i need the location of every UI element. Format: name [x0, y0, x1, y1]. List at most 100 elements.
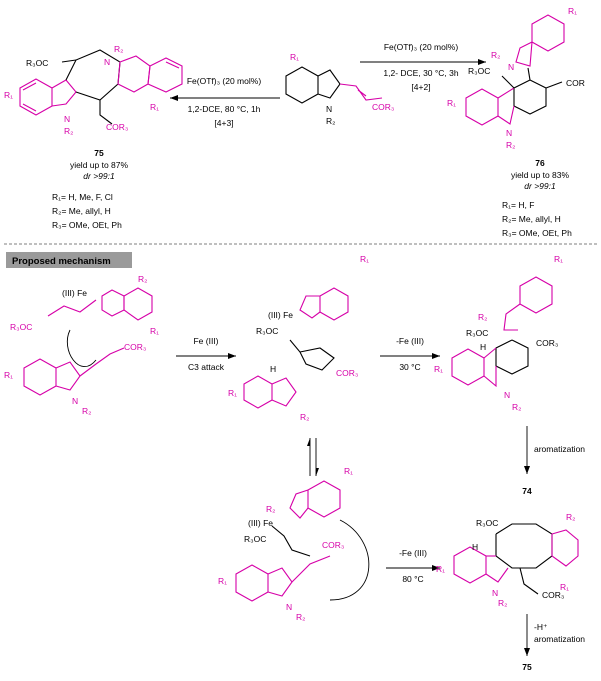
mech-cor3-3: COR₃ [536, 338, 558, 348]
mech-product-75: 75 [522, 662, 532, 672]
mech-n-1: N [72, 396, 78, 406]
mech-step2-reagent: -Fe (III) [396, 336, 424, 346]
arrow-to-76 [360, 59, 486, 65]
mech-step1-reagent: Fe (III) [193, 336, 218, 346]
p75-r1-left: R₁ [4, 90, 13, 100]
mech-substrate-pair [23, 287, 153, 396]
p75-r2-left: R₂ [64, 126, 73, 136]
arrow-c3-attack [176, 353, 236, 359]
mech-r3oc-4: R₃OC [244, 534, 266, 544]
mech-step5-label1: -H⁺ [534, 622, 548, 632]
mech-r2-1: R₂ [138, 274, 147, 284]
mech-r1-7: R₁ [344, 466, 353, 476]
mech-r3oc-5: R₃OC [476, 518, 498, 528]
right-conditions: 1,2- DCE, 30 °C, 3h [383, 68, 458, 78]
equilibrium-arrows [307, 438, 319, 476]
product-75-structure [19, 49, 183, 125]
mech-fe-2: (III) Fe [268, 310, 293, 320]
sm-r1: R₁ [290, 52, 299, 62]
p75-cor3: COR₃ [106, 122, 128, 132]
mechanism-title-box [6, 252, 132, 268]
mech-cor3-2: COR₃ [336, 368, 358, 378]
mech-step2-temp: 30 °C [399, 362, 420, 372]
mech-h-2: H [480, 342, 486, 352]
mech-r2-6: R₂ [266, 504, 275, 514]
mech-step1-note: C3 attack [188, 362, 225, 372]
left-conditions: 1,2-DCE, 80 °C, 1h [188, 104, 261, 114]
mech-r1-4: R₁ [228, 388, 237, 398]
mech-r2-5: R₂ [512, 402, 521, 412]
mech-step4-temp: 80 °C [402, 574, 423, 584]
product-76-structure [465, 14, 565, 126]
mech-cor3-5: COR₃ [542, 590, 564, 600]
p76-n-top: N [508, 62, 514, 72]
p76-r2-def: R₂= Me, allyl, H [502, 214, 561, 224]
mech-intermediate-75 [453, 523, 579, 595]
mech-step3-label: aromatization [534, 444, 585, 454]
mech-r1-5: R₁ [554, 254, 563, 264]
p75-n-left: N [64, 114, 70, 124]
p76-n-bottom: N [506, 128, 512, 138]
mech-intermediate-74 [451, 276, 553, 388]
mech-r1-10: R₁ [560, 582, 569, 592]
mech-product-74: 74 [522, 486, 532, 496]
p75-r1-right: R₁ [150, 102, 159, 112]
p75-r2-def: R₂= Me, allyl, H [52, 206, 111, 216]
p75-r3oc: R₃OC [26, 58, 48, 68]
right-type: [4+2] [411, 82, 430, 92]
arrow-to-30c [380, 353, 440, 359]
mech-fe-3: (III) Fe [248, 518, 273, 528]
p76-r2-bottom: R₂ [506, 140, 515, 150]
mechanism-title: Proposed mechanism [12, 256, 111, 267]
mech-h-3: H [472, 542, 478, 552]
mech-cor3-1: COR₃ [124, 342, 146, 352]
mech-r3oc-1: R₃OC [10, 322, 32, 332]
mech-r1-3: R₁ [360, 254, 369, 264]
p76-r3oc: R₃OC [468, 66, 490, 76]
sm-r2: R₂ [326, 116, 335, 126]
p76-yield: yield up to 83% [511, 170, 570, 180]
mech-r3oc-3: R₃OC [466, 328, 488, 338]
p76-r2-top: R₂ [491, 50, 500, 60]
mech-n-3: N [286, 602, 292, 612]
mech-intermediate-1 [243, 287, 349, 409]
p75-yield: yield up to 87% [70, 160, 129, 170]
p75-dr: dr >99:1 [83, 171, 115, 181]
p76-number: 76 [535, 158, 545, 168]
p76-r1-top: R₁ [568, 6, 577, 16]
left-type: [4+3] [214, 118, 233, 128]
mech-step4-reagent: -Fe (III) [399, 548, 427, 558]
mech-r2-8: R₂ [566, 512, 575, 522]
p75-r3-def: R₃= OMe, OEt, Ph [52, 220, 122, 230]
arrow-to-75 [170, 95, 280, 101]
mech-n-4: N [492, 588, 498, 598]
arrow-to-80c [386, 565, 440, 571]
arrow-to-74 [524, 426, 530, 474]
mech-r1-8: R₁ [218, 576, 227, 586]
mech-r2-3: R₂ [300, 412, 309, 422]
p76-r1-left: R₁ [447, 98, 456, 108]
arrow-to-75-mech [524, 614, 530, 656]
mech-r2-9: R₂ [498, 598, 507, 608]
mech-n-2: N [504, 390, 510, 400]
mech-r1-9: R₁ [436, 564, 445, 574]
mech-r2-7: R₂ [296, 612, 305, 622]
p76-r3-def: R₃= OMe, OEt, Ph [502, 228, 572, 238]
mech-step5-label2: aromatization [534, 634, 585, 644]
mech-intermediate-2 [235, 480, 370, 602]
p75-r2-right: R₂ [114, 44, 123, 54]
mech-r3oc-2: R₃OC [256, 326, 278, 336]
left-reagent: Fe(OTf)₃ (20 mol%) [187, 76, 261, 86]
mech-h-1: H [270, 364, 276, 374]
p75-n-right: N [104, 57, 110, 67]
mech-r1-1: R₁ [150, 326, 159, 336]
p76-dr: dr >99:1 [524, 181, 556, 191]
sm-cor3: COR₃ [372, 102, 394, 112]
right-reagent: Fe(OTf)₃ (20 mol%) [384, 42, 458, 52]
mech-fe-1: (III) Fe [62, 288, 87, 298]
mech-cor3-4: COR₃ [322, 540, 344, 550]
mech-r1-6: R₁ [434, 364, 443, 374]
p76-cor-right: COR [566, 78, 585, 88]
mech-r2-4: R₂ [478, 312, 487, 322]
